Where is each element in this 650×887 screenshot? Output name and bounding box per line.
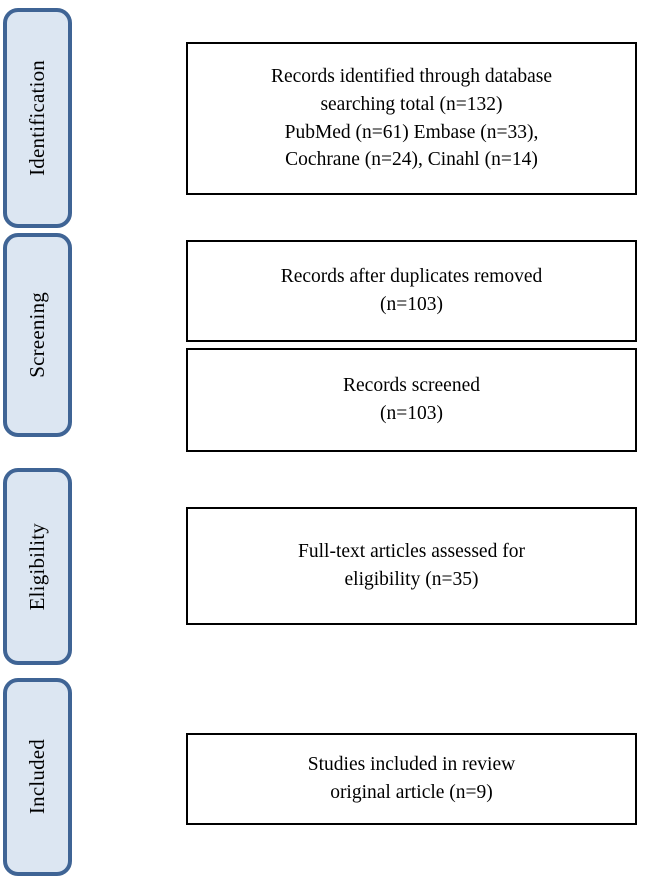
stage-pill-identification: Identification <box>3 8 72 228</box>
flow-box-line: PubMed (n=61) Embase (n=33), <box>284 121 539 143</box>
stage-pill-eligibility: Eligibility <box>3 468 72 665</box>
flow-box-line: Cochrane (n=24), Cinahl (n=14) <box>285 149 538 171</box>
flow-box-line: (n=103) <box>380 294 443 315</box>
flow-box-line: Studies included in review <box>307 754 516 776</box>
stage-label-included: Included <box>25 739 49 815</box>
flow-box-line: eligibility (n=35) <box>344 569 479 590</box>
flow-box-line: searching total (n=132) <box>320 93 503 115</box>
flow-box-records-identified: Records identified through database sear… <box>186 42 637 195</box>
flow-box-records-screened: Records screened (n=103) <box>186 348 637 452</box>
flow-box-line: (n=103) <box>380 403 443 424</box>
flow-box-line: Records screened <box>343 375 480 397</box>
stage-pill-screening: Screening <box>3 233 72 437</box>
flow-box-line: Records after duplicates removed <box>280 266 543 288</box>
flow-box-line: original article (n=9) <box>330 782 493 803</box>
flow-box-line: Full-text articles assessed for <box>298 541 525 563</box>
flow-box-studies-included-in-review: Studies included in review original arti… <box>186 733 637 825</box>
stage-label-identification: Identification <box>25 60 49 176</box>
flow-box-records-after-duplicates-removed: Records after duplicates removed (n=103) <box>186 240 637 342</box>
stage-pill-included: Included <box>3 678 72 876</box>
flow-box-line: Records identified through database <box>270 66 553 88</box>
stage-label-eligibility: Eligibility <box>25 522 49 611</box>
flow-box-fulltext-articles-assessed: Full-text articles assessed for eligibil… <box>186 507 637 625</box>
stage-label-screening: Screening <box>25 292 49 378</box>
